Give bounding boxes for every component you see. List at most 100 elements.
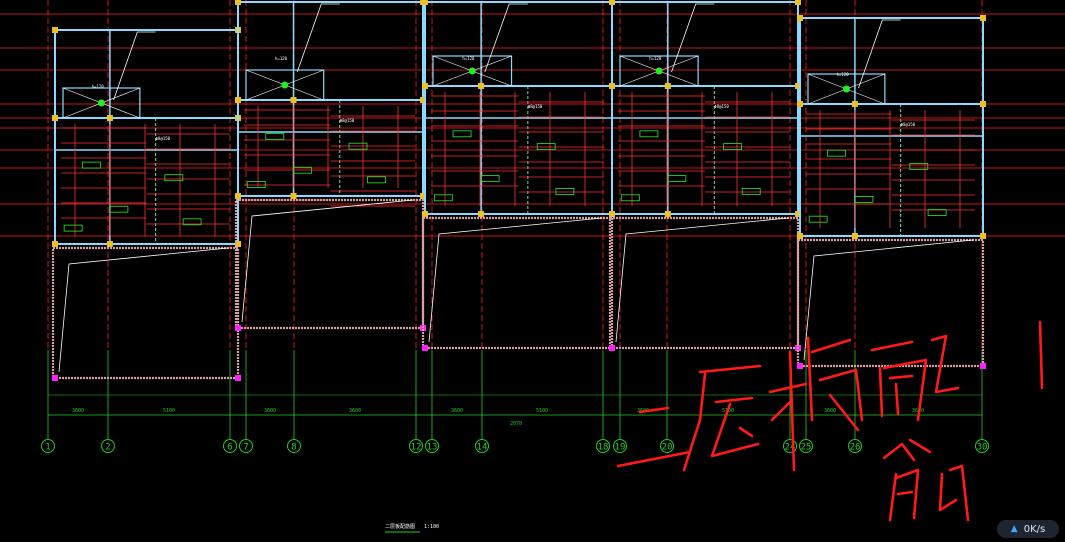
column [235, 241, 241, 247]
slab-marker [281, 81, 289, 89]
drawing-title: 二层板配筋图 [385, 523, 415, 530]
network-speed-widget[interactable]: ▲ 0K/s [997, 520, 1059, 538]
column [478, 83, 485, 89]
node [235, 375, 241, 381]
column [420, 193, 426, 199]
column [795, 83, 801, 89]
handwriting-stroke [870, 340, 928, 422]
lower-plate-line [428, 217, 603, 343]
node [609, 345, 615, 351]
slab-tag-box [109, 205, 129, 213]
column [106, 241, 113, 247]
dimension-text: 3600 [72, 408, 84, 414]
column [609, 211, 615, 217]
handwriting-stroke [638, 406, 670, 414]
column [851, 101, 858, 107]
void-line [113, 31, 156, 101]
column [664, 83, 671, 89]
slab-marker [97, 99, 105, 107]
axis-label: 6 [227, 443, 232, 453]
unit-outline [54, 29, 239, 245]
column [609, 83, 615, 89]
opening-box [619, 55, 699, 87]
lower-plate-outline [421, 216, 614, 350]
slab-tag-box [555, 187, 575, 195]
slab-tag-box [82, 161, 101, 169]
column [422, 0, 428, 5]
handwriting-stroke [768, 336, 864, 472]
axis-bubble [975, 439, 989, 453]
drawing-scale: 1:100 [424, 524, 439, 530]
dimension-text: 3600 [451, 408, 463, 414]
reinf-tag: Φ8@150 [340, 118, 355, 123]
slab-tag-box [909, 162, 929, 170]
slab-tag-box [293, 166, 312, 174]
column [795, 0, 801, 5]
void-line [858, 19, 901, 89]
handwriting-stroke [616, 450, 692, 468]
node [52, 375, 58, 381]
column [609, 0, 615, 5]
column [106, 115, 113, 121]
slab-tag-box [348, 142, 368, 150]
opening-box [807, 73, 886, 105]
unit-outline [611, 1, 799, 215]
axis-bubble [239, 439, 253, 453]
building-unit: Φ8@150 h=120 [234, 0, 426, 331]
slab-tag-box [808, 215, 828, 223]
column [290, 193, 297, 199]
void-line [671, 3, 715, 73]
column [980, 101, 986, 107]
void-line [484, 3, 528, 73]
column [797, 233, 803, 239]
axis-bubble [848, 439, 862, 453]
axis-label: 20 [662, 443, 673, 453]
slab-tag-box [480, 175, 500, 183]
slab-tag: h=120 [92, 84, 105, 89]
slab-marker [655, 67, 663, 75]
column [422, 83, 428, 89]
slab-tag-box [164, 174, 184, 182]
axis-label: 14 [477, 443, 488, 453]
axis-label: 1 [45, 443, 50, 453]
column [797, 101, 803, 107]
axis-label: 8 [291, 443, 296, 453]
reinf-tag: Φ8@150 [714, 104, 729, 109]
column [422, 211, 428, 217]
axis-bubble [475, 439, 489, 453]
axis-bubble [223, 439, 237, 453]
axis-bubble [613, 439, 627, 453]
dimension-text: 3600 [349, 408, 361, 414]
axis-label: 25 [801, 443, 812, 453]
axis-label: 13 [427, 443, 438, 453]
slab-tag: h=120 [275, 56, 288, 61]
column [235, 97, 241, 103]
column [478, 211, 485, 217]
drawing-title-block: 二层板配筋图 1:100 [385, 523, 439, 533]
lower-plate-line [241, 199, 414, 323]
axis-bubble [425, 439, 439, 453]
column [851, 233, 858, 239]
reinf-tag: Φ8@150 [156, 136, 171, 141]
slab-tag-box [367, 176, 386, 184]
axis-label: 30 [977, 443, 988, 453]
slab-marker [842, 85, 850, 93]
axis-bubble [799, 439, 813, 453]
axis-bubble [660, 439, 674, 453]
slab-tag-box [452, 130, 472, 138]
handwritten-annotation [616, 320, 1044, 522]
node [980, 363, 986, 369]
lower-plate-outline [234, 198, 425, 330]
slab-tag-box [827, 149, 846, 157]
column [52, 27, 58, 33]
arrow-up-icon: ▲ [1010, 524, 1018, 534]
dimension-text: 5100 [536, 408, 548, 414]
handwriting-stroke [930, 334, 960, 394]
dimension-text: 3600 [824, 408, 836, 414]
axis-label: 19 [615, 443, 626, 453]
lower-plate-line [58, 247, 229, 373]
slab-tag: h=120 [837, 72, 850, 77]
axis-bubble [41, 439, 55, 453]
